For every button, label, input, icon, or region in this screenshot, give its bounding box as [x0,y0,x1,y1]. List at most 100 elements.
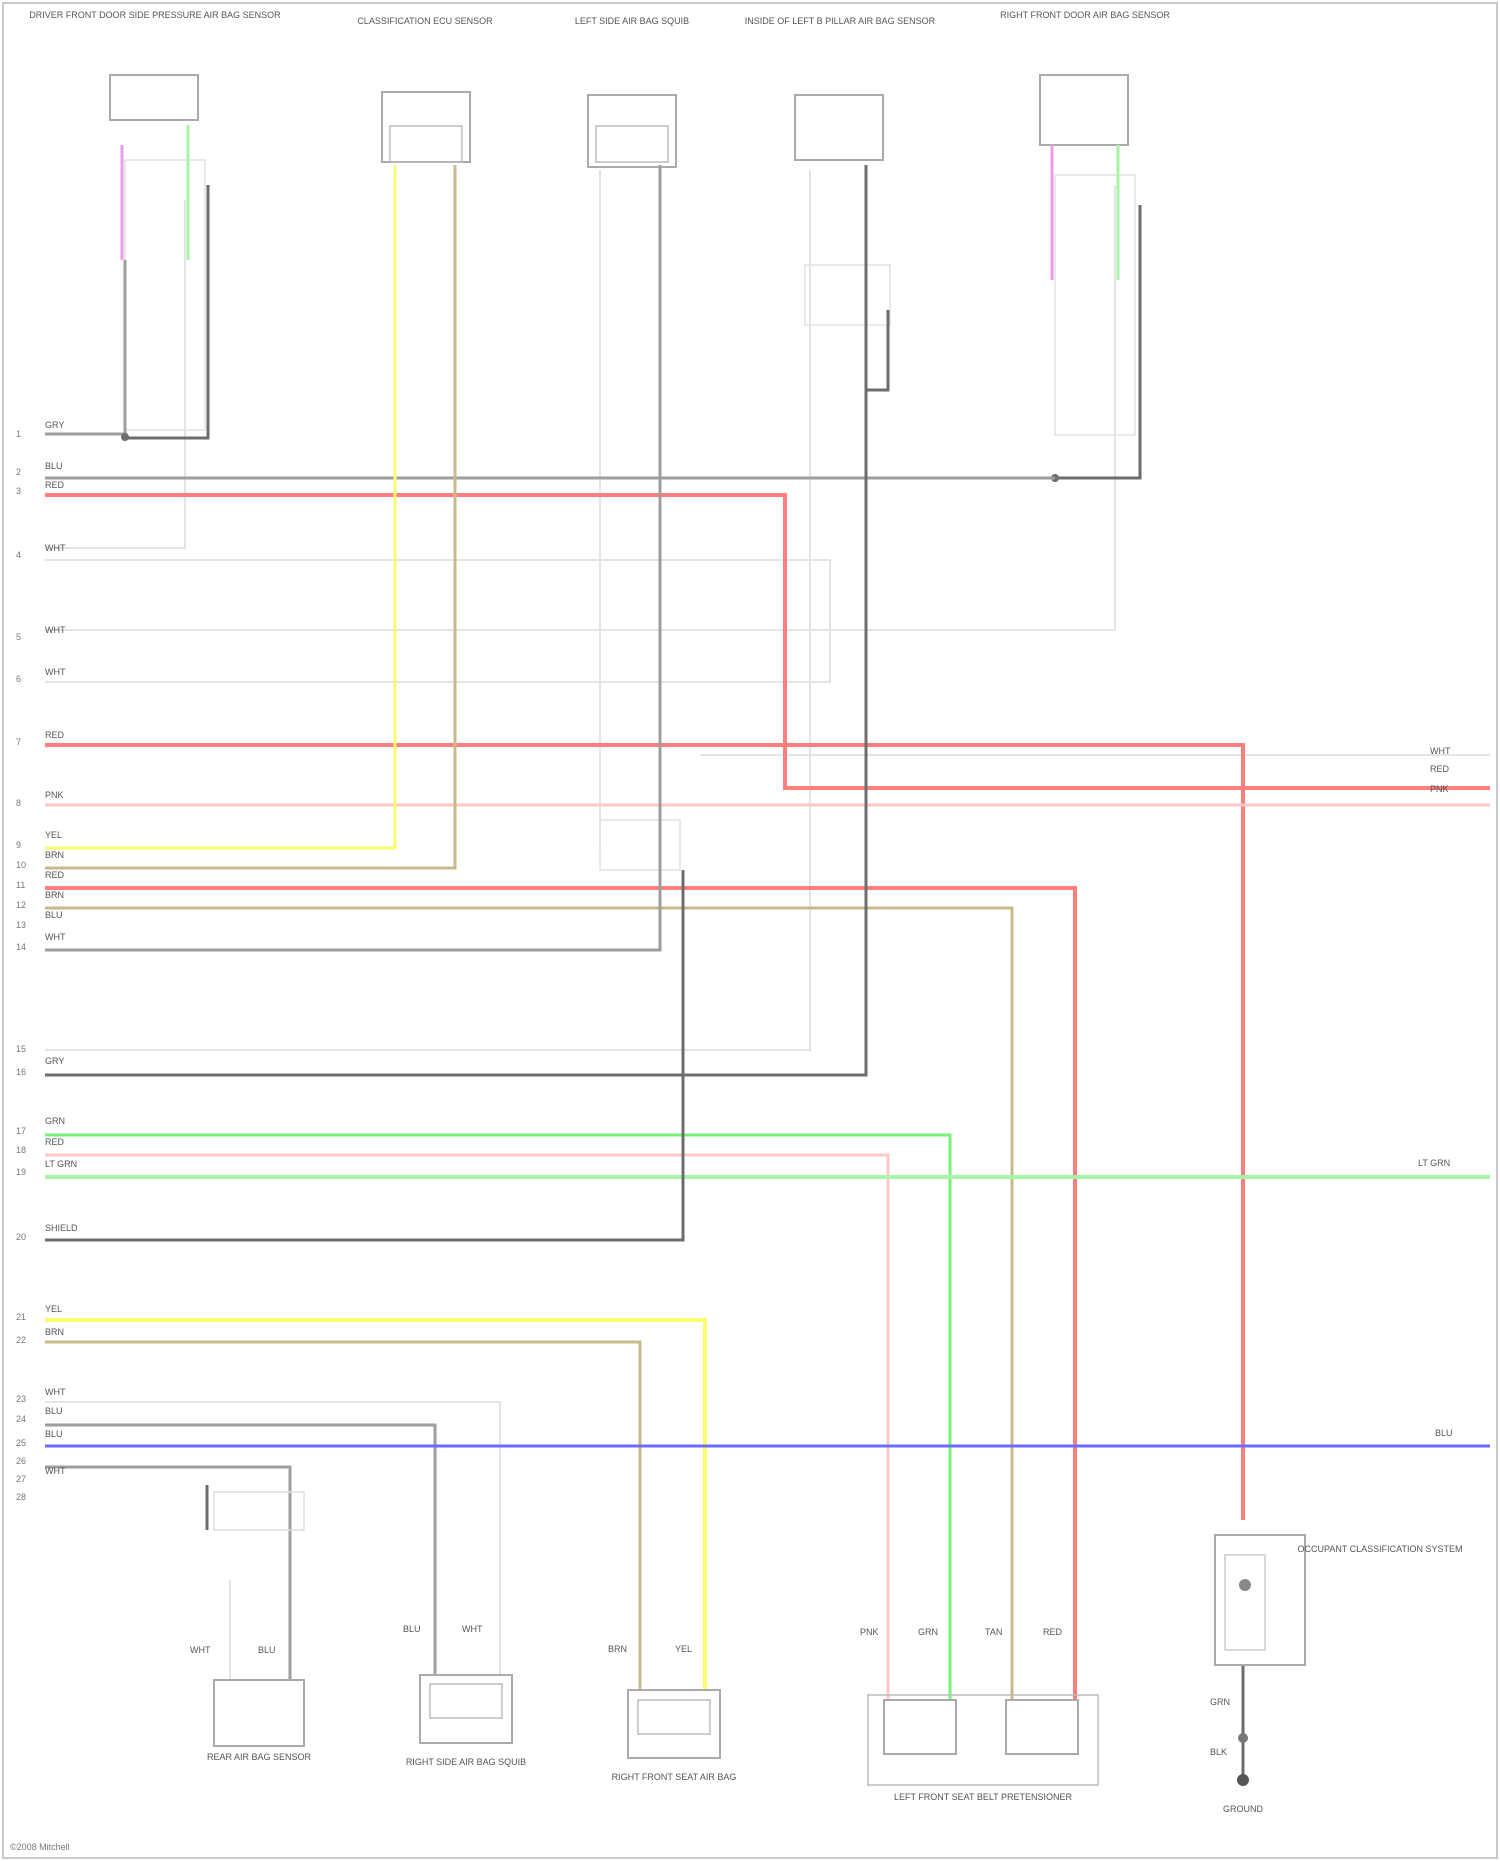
pin-14: 14 [16,942,26,952]
wire-label-14: WHT [45,932,66,942]
wire-grn-16 [45,1135,950,1700]
wire-gry-13 [45,165,660,950]
pin-21: 21 [16,1312,26,1322]
pin-8: 8 [16,798,21,808]
pin-22: 22 [16,1335,26,1345]
wire-label-4: WHT [45,543,66,553]
occupant-resistor-icon [1239,1579,1251,1591]
wire-label-11: RED [45,870,65,880]
pin-18: 18 [16,1145,26,1155]
caption-rear-sensor: REAR AIR BAG SENSOR [207,1752,312,1762]
wire-label-25: WHT [45,1466,66,1476]
pin-24: 24 [16,1414,26,1424]
pin-17: 17 [16,1126,26,1136]
belt-label-2: GRN [918,1627,938,1637]
connector-belt-left [884,1700,956,1754]
curtain-label-l: BLU [403,1624,421,1634]
wire-label-13: BLU [45,910,63,920]
pin-2: 2 [16,467,21,477]
wire-pnk-17 [45,1155,888,1700]
pin-12: 12 [16,900,26,910]
wire-dgry-19 [45,870,683,1240]
pin-26: 26 [16,1456,26,1466]
connector-occupant-classification [382,92,470,162]
pin-9: 9 [16,840,21,850]
wire-label-6: WHT [45,667,66,677]
pin-15: 15 [16,1044,26,1054]
right-label-5: BLU [1435,1428,1453,1438]
caption-rf-door-sensor: RIGHT FRONT DOOR AIR BAG SENSOR [1000,10,1170,20]
wire-dgry-pillar-stub [866,310,888,390]
wire-wht-22 [45,1402,500,1675]
connector-belt-right [1006,1700,1078,1754]
frame-curtain-shield [600,820,680,870]
pin-6: 6 [16,674,21,684]
caption-passenger-occupant: OCCUPANT CLASSIFICATION SYSTEM [1297,1544,1462,1554]
caption-ground: GROUND [1223,1804,1263,1814]
belt-label-3: TAN [985,1627,1002,1637]
seat-label-r: YEL [675,1644,692,1654]
pin-16: 16 [16,1067,26,1077]
wire-label-2: BLU [45,461,63,471]
wire-label-24: BLU [45,1429,63,1439]
wire-label-23: BLU [45,1406,63,1416]
wire-label-7: RED [45,730,65,740]
caption-left-front-belt: LEFT FRONT SEAT BELT PRETENSIONER [894,1792,1073,1802]
wire-label-17: RED [45,1137,65,1147]
wire-label-8: PNK [45,790,64,800]
wire-label-18: LT GRN [45,1159,77,1169]
frame-driver-door [125,160,205,430]
right-label-4: LT GRN [1418,1158,1450,1168]
pin-4: 4 [16,550,21,560]
wire-label-3: RED [45,480,65,490]
belt-label-4: RED [1043,1627,1063,1637]
pin-28: 28 [16,1492,26,1502]
occupant-inner [1225,1555,1265,1650]
connector-rf-door-sensor [1040,75,1128,145]
wire-label-16: GRN [45,1116,65,1126]
wire-label-19: SHIELD [45,1223,78,1233]
pin-23: 23 [16,1394,26,1404]
ground-node-icon [1238,1733,1248,1743]
belt-label-1: PNK [860,1627,879,1637]
ground-label-1: GRN [1210,1697,1230,1707]
wire-label-15: GRY [45,1056,64,1066]
caption-right-front-seat: RIGHT FRONT SEAT AIR BAG [612,1772,737,1782]
wire-dgry-driver [125,185,208,438]
wire-dgry-rf [1055,205,1140,478]
diagram-border [3,3,1497,1858]
wire-label-1: GRY [45,420,64,430]
rear-label-r: BLU [258,1645,276,1655]
pin-11: 11 [16,880,25,890]
wire-label-5: WHT [45,625,66,635]
wire-red-11 [45,888,1075,1700]
pin-5: 5 [16,632,21,642]
wire-gry-25 [45,1467,290,1680]
pin-10: 10 [16,860,26,870]
ground-icon [1237,1774,1249,1786]
curtain-label-r: WHT [462,1624,483,1634]
right-label-3: PNK [1430,784,1449,794]
pin-1: 1 [16,429,21,439]
wire-label-20: YEL [45,1304,62,1314]
seat-label-l: BRN [608,1644,627,1654]
pin-19: 19 [16,1167,26,1177]
wire-gry-23 [45,1425,435,1678]
caption-right-side-curtain: RIGHT SIDE AIR BAG SQUIB [406,1757,526,1767]
frame-rf-door [1055,175,1135,435]
wire-gry-1 [45,260,125,434]
connector-left-side-curtain [588,95,676,167]
pin-7: 7 [16,737,21,747]
caption-inside-lf-pillar-sensor: INSIDE OF LEFT B PILLAR AIR BAG SENSOR [745,16,936,26]
copyright-text: ©2008 Mitchell [10,1842,70,1852]
pin-13: 13 [16,920,26,930]
wire-label-12: BRN [45,890,64,900]
ground-label-2: BLK [1210,1747,1227,1757]
caption-occupant-classification: CLASSIFICATION ECU SENSOR [357,16,493,26]
wire-label-10: BRN [45,850,64,860]
caption-left-side-curtain: LEFT SIDE AIR BAG SQUIB [575,16,689,26]
connector-right-side-curtain [420,1675,512,1743]
connector-driver-door-sensor [110,75,198,120]
wire-red-7 [45,745,1243,1520]
